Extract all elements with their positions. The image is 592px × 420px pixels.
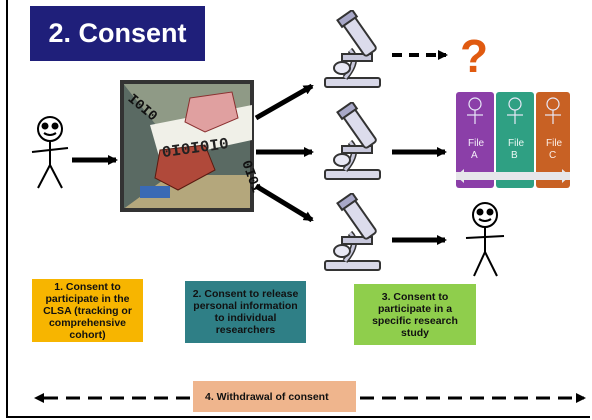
microscope-icon [324, 102, 381, 180]
file-folders-icon: File A File B File C [456, 92, 570, 188]
svg-text:File: File [546, 138, 563, 149]
handshake-icon: 0I0I0I0 I0I0 0I0I [120, 80, 264, 212]
participant-stick-figure-icon [31, 116, 69, 189]
svg-text:C: C [549, 150, 556, 161]
arrow-to-microscope-1 [254, 83, 314, 121]
slide-frame [6, 0, 590, 418]
consent-step-1-box: 1. Consent to participate in the CLSA (t… [32, 279, 143, 342]
researcher-stick-figure-icon [465, 202, 505, 277]
microscope-icon [324, 10, 381, 88]
consent-step-1-label: 1. Consent to participate in the CLSA (t… [43, 280, 132, 341]
consent-step-2-box: 2. Consent to release personal informati… [185, 281, 306, 343]
microscope-icon [324, 193, 381, 271]
svg-text:File: File [468, 138, 485, 149]
consent-step-2-label: 2. Consent to release personal informati… [192, 288, 299, 336]
consent-step-3-label: 3. Consent to participate in a specific … [372, 290, 458, 339]
question-mark-icon: ? [460, 30, 488, 82]
consent-step-3-box: 3. Consent to participate in a specific … [354, 284, 476, 345]
slide-title: 2. Consent [30, 6, 205, 61]
svg-text:A: A [471, 150, 478, 161]
arrow-to-microscope-3 [254, 183, 314, 223]
withdrawal-box: 4. Withdrawal of consent [193, 381, 356, 412]
svg-text:B: B [511, 150, 518, 161]
withdrawal-label: 4. Withdrawal of consent [205, 390, 329, 403]
svg-text:File: File [508, 138, 525, 149]
